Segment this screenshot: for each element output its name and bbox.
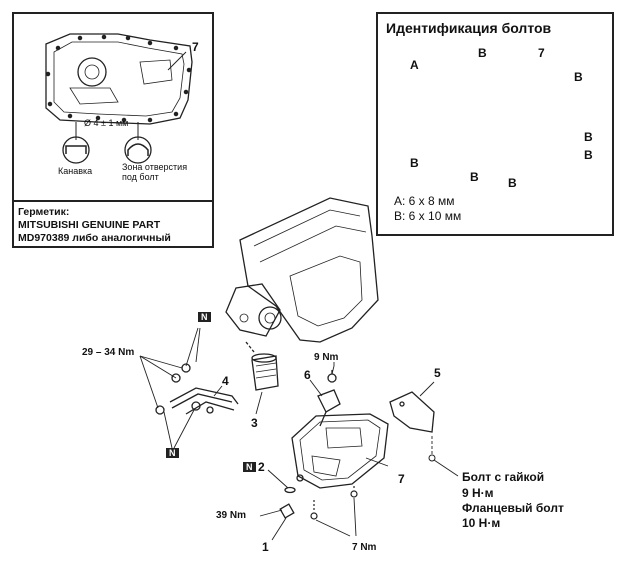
callout-b-right-top: B — [574, 70, 583, 84]
callout-b-right-mid: B — [584, 130, 593, 144]
bolt-identification-panel — [376, 12, 614, 236]
callout-7-right: 7 — [538, 46, 545, 60]
oil-pressure-switch — [317, 370, 341, 427]
torque-39nm: 39 Nm — [216, 510, 247, 521]
callout-b-bottom-left: B — [470, 170, 479, 184]
part-number-4: 4 — [222, 374, 229, 388]
note-torque-10: 10 Н·м — [462, 516, 501, 530]
note-bolt-with-nut: Болт с гайкой — [462, 470, 545, 484]
torque-9nm: 9 Nm — [314, 352, 339, 363]
n-badge-bottom: N — [166, 448, 179, 458]
callout-7-left: 7 — [192, 40, 199, 54]
drain-plug — [279, 486, 296, 519]
engine-block — [225, 197, 379, 343]
bolt-id-title: Идентификация болтов — [386, 20, 552, 36]
part-number-5: 5 — [434, 366, 441, 380]
bolt-zone-label-line2: под болт — [122, 172, 159, 182]
oil-pan-cover — [389, 391, 435, 433]
callout-b-bottom-mid: B — [508, 176, 517, 190]
groove-label: Канавка — [58, 166, 93, 176]
oil-cooler-pipes — [155, 363, 239, 415]
torque-29-34: 29 – 34 Nm — [82, 347, 135, 358]
n-badge-top: N — [198, 312, 211, 322]
bolt-zone-detail-circle — [124, 136, 152, 164]
callout-b-top: B — [478, 46, 487, 60]
oil-pan-sealant-view — [45, 33, 193, 125]
note-flange-bolt: Фланцевый болт — [462, 501, 564, 515]
oil-filter — [245, 341, 279, 391]
part-number-7: 7 — [398, 472, 405, 486]
sealant-line2: MD970389 либо аналогичный — [18, 232, 171, 244]
torque-7nm: 7 Nm — [352, 542, 377, 553]
oil-pan — [291, 413, 389, 489]
callout-b-left: B — [410, 156, 419, 170]
legend-bolt-a: A: 6 x 8 мм — [394, 194, 455, 208]
hole-diameter-label: Ø 4 ± 1 мм — [84, 118, 129, 128]
part-number-6: 6 — [304, 368, 311, 382]
n-badge-gasket: N — [243, 462, 256, 472]
groove-detail-circle — [62, 136, 90, 164]
part-number-1: 1 — [262, 540, 269, 554]
sealant-line1: MITSUBISHI GENUINE PART — [18, 219, 161, 231]
callout-b-right-low: B — [584, 148, 593, 162]
note-torque-9: 9 Н·м — [462, 486, 494, 500]
part-number-3: 3 — [251, 416, 258, 430]
legend-bolt-b: B: 6 x 10 мм — [394, 209, 462, 223]
sealant-title: Герметик: — [18, 206, 70, 218]
part-number-2: 2 — [258, 460, 265, 474]
callout-a: A — [410, 58, 419, 72]
bolt-zone-label-line1: Зона отверстия — [122, 162, 188, 172]
sealant-divider — [14, 200, 212, 202]
